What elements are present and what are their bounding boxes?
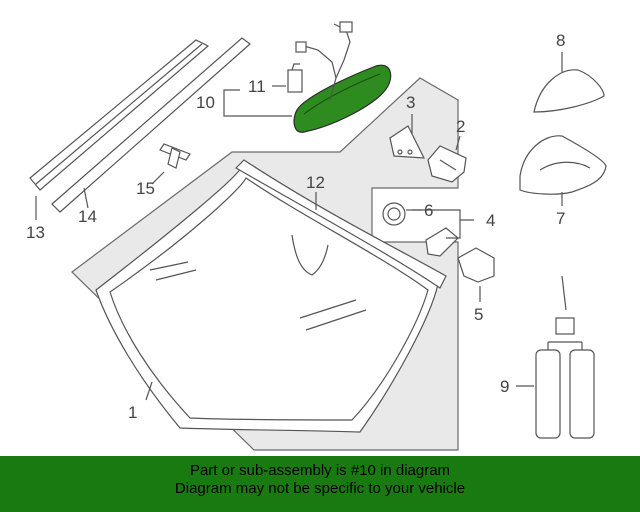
- callout-11: 11: [248, 77, 266, 96]
- callout-4: 4: [486, 211, 495, 230]
- mirror-cover-upper[interactable]: [533, 69, 605, 113]
- mirror-connector[interactable]: [287, 63, 303, 93]
- sensor-seal[interactable]: [382, 202, 406, 226]
- callout-2: 2: [456, 117, 465, 136]
- mirror-bracket[interactable]: [389, 125, 426, 159]
- leader-lines: [35, 52, 563, 401]
- callout-5: 5: [474, 305, 483, 324]
- pillar-moulding-outer[interactable]: [29, 39, 210, 191]
- retainer-clip[interactable]: [159, 143, 191, 169]
- callout-13: 13: [26, 223, 45, 242]
- info-banner: Part or sub-assembly is #10 in diagram D…: [0, 456, 640, 512]
- callout-7: 7: [556, 209, 565, 228]
- callout-12: 12: [306, 173, 325, 192]
- rearview-mirror[interactable]: [293, 21, 392, 133]
- sensor-cover[interactable]: [457, 247, 495, 283]
- banner-line-1: Part or sub-assembly is #10 in diagram: [189, 462, 451, 479]
- callout-6: 6: [424, 201, 433, 220]
- adhesive-kit[interactable]: [535, 275, 595, 439]
- callout-14: 14: [78, 207, 97, 226]
- pillar-moulding-inner[interactable]: [51, 37, 251, 213]
- callout-15: 15: [136, 179, 155, 198]
- windshield-moulding[interactable]: [235, 159, 447, 289]
- mirror-cover-lower[interactable]: [519, 135, 607, 195]
- callout-9: 9: [500, 377, 509, 396]
- sensor-bracket[interactable]: [427, 145, 467, 183]
- rain-sensor[interactable]: [425, 227, 459, 257]
- parts-diagram: 1 2 3 4 5 6 7 8 9 10 11 12 13 14 15: [26, 21, 607, 451]
- callout-8: 8: [556, 31, 565, 50]
- callout-1: 1: [128, 403, 137, 422]
- callout-labels: 1 2 3 4 5 6 7 8 9 10 11 12 13 14 15: [26, 31, 565, 422]
- callout-10: 10: [196, 93, 215, 112]
- banner-line-2: Diagram may not be specific to your vehi…: [174, 480, 466, 497]
- callout-3: 3: [406, 93, 415, 112]
